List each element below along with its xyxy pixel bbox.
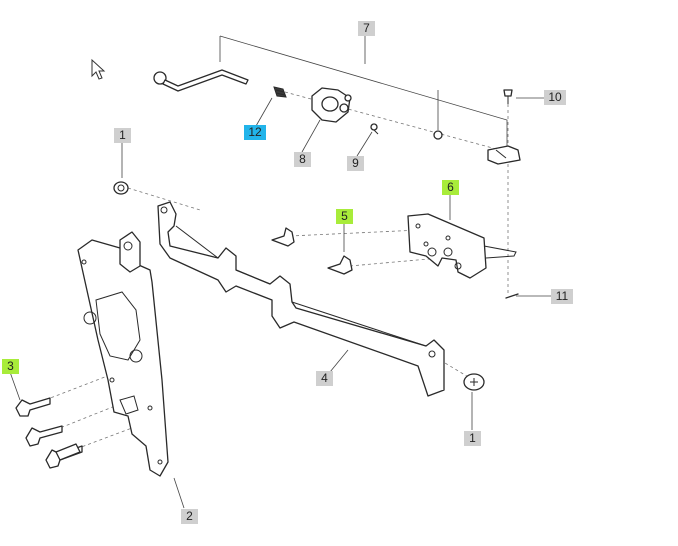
part-screw-9 — [370, 123, 379, 135]
part-bolt-5b — [327, 255, 353, 275]
callout-5[interactable]: 5 — [336, 209, 353, 224]
part-nut — [433, 130, 443, 140]
part-pin-10 — [503, 89, 513, 104]
part-bolt-3b — [25, 425, 63, 447]
part-clevis — [487, 145, 521, 165]
part-bolt-3c — [45, 443, 83, 469]
part-carriage-bolt-1 — [463, 373, 485, 391]
callout-10[interactable]: 10 — [544, 90, 566, 105]
part-bolt-3a — [15, 397, 51, 417]
part-cotter-pin-11 — [505, 293, 519, 299]
part-spring-12 — [273, 86, 287, 98]
callout-11[interactable]: 11 — [551, 289, 573, 304]
mouse-pointer-icon — [91, 58, 106, 80]
callout-1-top[interactable]: 1 — [114, 128, 131, 143]
callout-8[interactable]: 8 — [294, 152, 311, 167]
part-latch-knob-8 — [311, 87, 352, 123]
assembly-bracket-7 — [219, 35, 508, 146]
part-latch-6 — [407, 213, 517, 279]
callout-7[interactable]: 7 — [358, 21, 375, 36]
callout-6[interactable]: 6 — [442, 180, 459, 195]
callout-3[interactable]: 3 — [2, 359, 19, 374]
part-bracket-plate-2 — [77, 231, 169, 477]
callout-12[interactable]: 12 — [244, 125, 266, 140]
leader-lines — [9, 97, 552, 509]
part-rod-knob — [153, 69, 249, 92]
part-crossbar-4 — [157, 201, 445, 397]
callout-1-bottom[interactable]: 1 — [464, 431, 481, 446]
callout-9[interactable]: 9 — [347, 156, 364, 171]
callout-4[interactable]: 4 — [316, 371, 333, 386]
part-washer-1-top — [113, 181, 129, 195]
callout-2[interactable]: 2 — [181, 509, 198, 524]
part-bolt-5a — [271, 227, 295, 247]
